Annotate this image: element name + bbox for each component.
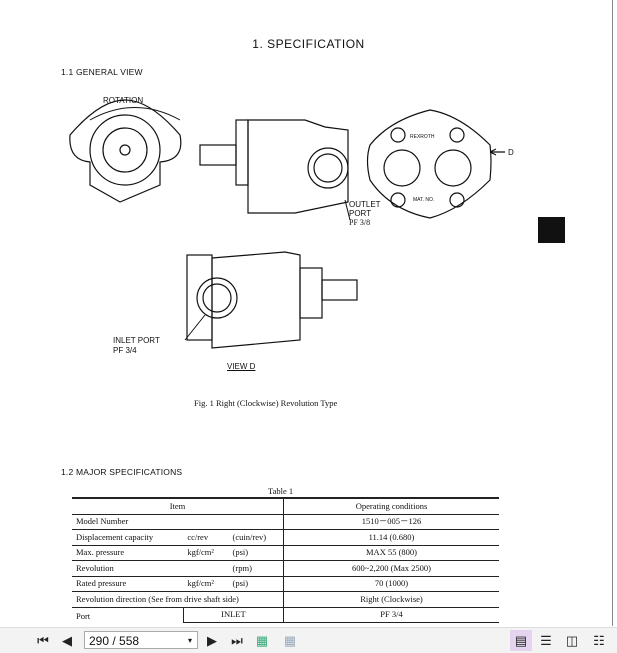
cell-value: Right (Clockwise) <box>283 591 499 608</box>
pump-drawings <box>69 99 505 349</box>
next-page-icon[interactable]: ▶ <box>207 632 217 648</box>
cell-unit-alt: (cuin/rev) <box>228 529 284 546</box>
cell-value: MAX 55 (800) <box>283 545 499 561</box>
page-number-input[interactable]: 290 / 558 ▾ <box>84 631 198 649</box>
figure-caption: Fig. 1 Right (Clockwise) Revolution Type <box>194 398 338 408</box>
cell-value: PF 3/4 <box>283 607 499 623</box>
cell-item: Rated pressure <box>72 576 184 592</box>
outlet-label: OUTLET <box>349 200 381 209</box>
cell-value: 1510－005－126 <box>283 514 499 530</box>
cell-unit-alt: (psi) <box>228 576 284 592</box>
cell-value: 11.14 (0.680) <box>283 529 499 546</box>
go-forward-view-icon[interactable]: ▦ <box>283 632 297 648</box>
header-conditions: Operating conditions <box>283 498 499 515</box>
two-page-view-icon[interactable]: ◫ <box>565 632 579 648</box>
outlet-port-label: PORT <box>349 209 372 218</box>
page-title: 1. SPECIFICATION <box>252 37 365 51</box>
cell-value: 70 (1000) <box>283 576 499 592</box>
first-page-icon[interactable]: ⏮ <box>37 632 49 648</box>
cell-unit: kgf/cm² <box>183 545 229 561</box>
thumb-index-marker <box>538 217 565 243</box>
rexroth-label: REXROTH <box>410 134 435 140</box>
page-number-value: 290 / 558 <box>89 634 140 648</box>
previous-page-icon[interactable]: ◀ <box>62 632 72 648</box>
rotation-label: ROTATION <box>103 96 144 105</box>
mat-no-label: MAT. NO. <box>413 197 435 203</box>
inlet-size-label: PF 3/4 <box>113 346 137 355</box>
go-back-view-icon[interactable]: ▦ <box>255 632 269 648</box>
cell-item: Revolution <box>72 560 184 577</box>
cell-item: Model Number <box>72 514 184 530</box>
two-page-continuous-view-icon[interactable]: ☷ <box>593 632 605 648</box>
cell-unit: kgf/cm² <box>183 576 229 592</box>
table-title: Table 1 <box>268 486 294 496</box>
header-item: Item <box>72 498 284 515</box>
spec-table: Item Operating conditions Model Number 15… <box>72 497 499 623</box>
table-row: Revolution direction (See from drive sha… <box>72 591 499 608</box>
cell-value: 600~2,200 (Max 2500) <box>283 560 499 577</box>
cell-port: Port <box>76 610 91 621</box>
table-row: Model Number 1510－005－126 <box>72 514 499 530</box>
cell-port-inlet: INLET <box>182 607 284 623</box>
continuous-view-icon[interactable]: ☰ <box>540 632 552 648</box>
view-d-label: VIEW D <box>227 362 256 371</box>
cell-unit-alt: (psi) <box>228 545 284 561</box>
d-label: D <box>508 148 514 157</box>
cell-unit: cc/rev <box>183 529 229 546</box>
chevron-down-icon[interactable]: ▾ <box>187 636 192 645</box>
table-header-row: Item Operating conditions <box>72 498 499 515</box>
inlet-label: INLET PORT <box>113 336 160 345</box>
cell-item: Revolution direction (See from drive sha… <box>72 591 284 608</box>
table-row: Revolution (rpm)600~2,200 (Max 2500) <box>72 560 499 577</box>
section-general-view: 1.1 GENERAL VIEW <box>61 67 143 77</box>
outlet-size-label: PF 3/8 <box>349 218 371 227</box>
cell-unit-alt: (rpm) <box>228 560 284 577</box>
document-page: 1. SPECIFICATION 1.1 GENERAL VIEW ROTATI… <box>61 0 613 626</box>
pdf-viewer-toolbar: ⏮ ◀ 290 / 558 ▾ ▶ ⏭ ▦ ▦ ▤ ☰ ◫ ☷ <box>0 627 617 653</box>
last-page-icon[interactable]: ⏭ <box>231 632 243 648</box>
cell-item: Displacement capacity <box>72 529 184 546</box>
single-page-view-icon[interactable]: ▤ <box>510 630 532 651</box>
section-major-specs: 1.2 MAJOR SPECIFICATIONS <box>61 467 183 477</box>
cell-item: Max. pressure <box>72 545 184 561</box>
